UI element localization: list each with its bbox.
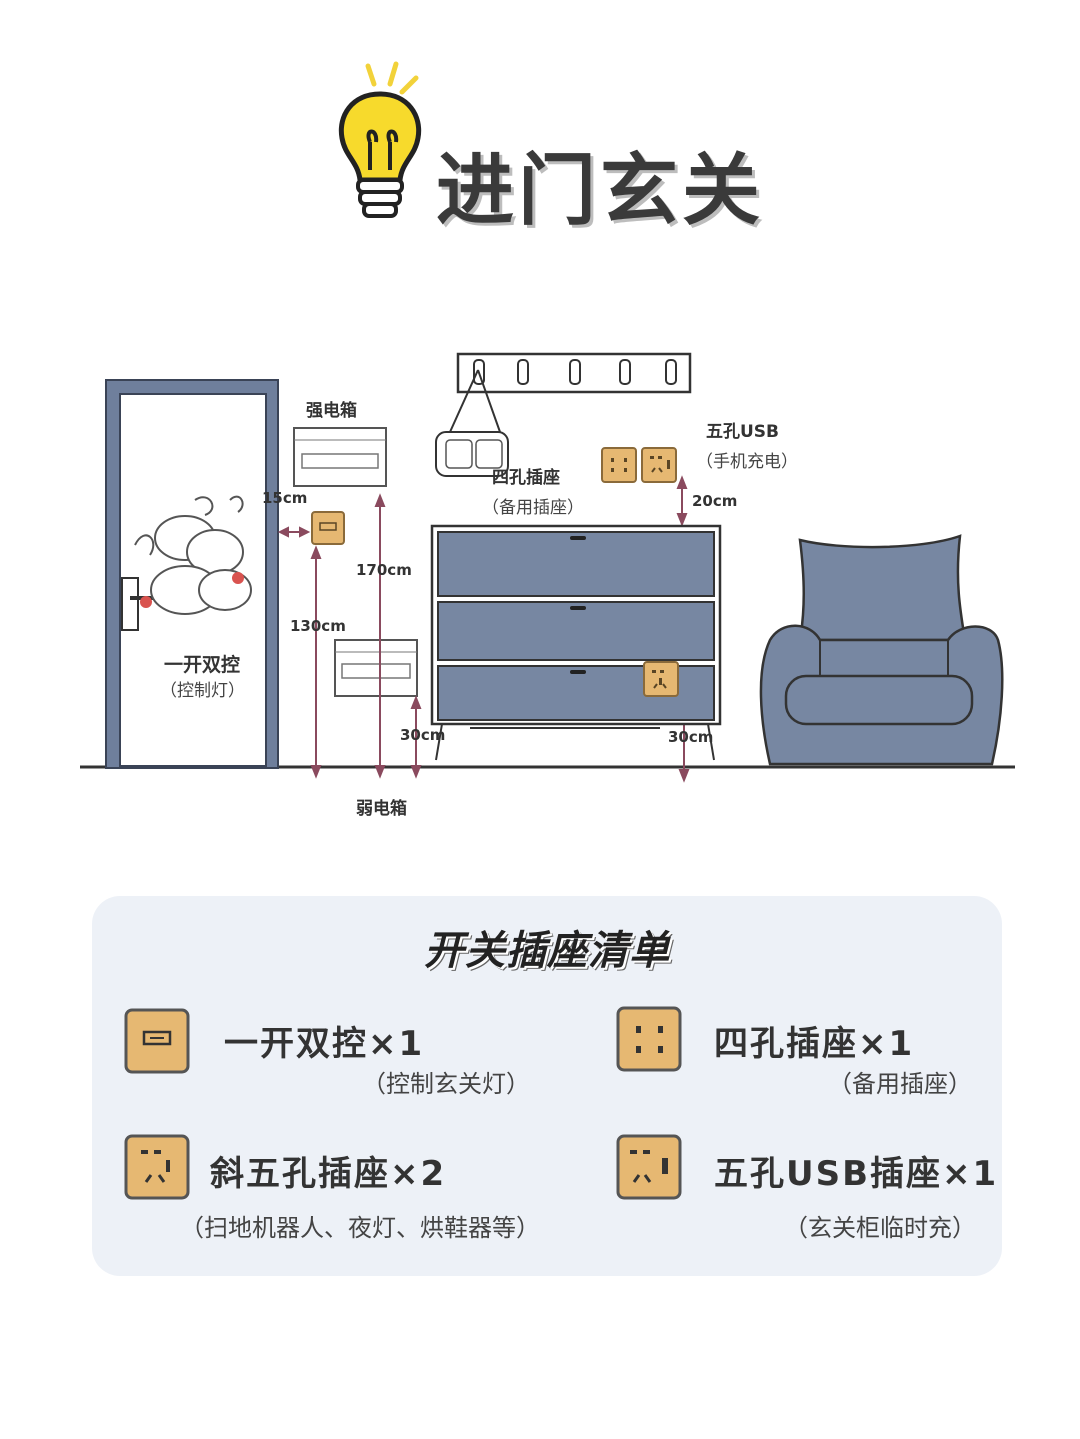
four-hole-socket-icon: [601, 447, 637, 483]
dimension-30cm-right: 30cm: [668, 728, 714, 746]
item-usb-name: 五孔USB插座×1: [714, 1154, 999, 1194]
page-title: 进门玄关: [436, 146, 765, 236]
single-switch-icon: [124, 1008, 190, 1074]
door-handle-plate: [121, 577, 139, 631]
four-hole-label: 四孔插座: [492, 468, 560, 488]
dimension-15cm: 15cm: [262, 489, 308, 507]
usb-socket-icon: [641, 447, 677, 483]
dimension-30cm-left: 30cm: [400, 726, 446, 744]
switch-note: （控制灯）: [160, 681, 245, 701]
dimension-130cm: 130cm: [290, 617, 346, 635]
checklist-card: 开关插座清单 一开双控×1 （控制玄关灯） 四孔插座×1 （备用插座） 斜五孔插…: [92, 896, 1002, 1276]
dimension-170cm: 170cm: [356, 561, 412, 579]
item-four-hole-name: 四孔插座×1: [714, 1024, 915, 1064]
wall-switch-icon: [311, 511, 345, 545]
usb-socket-icon: [616, 1134, 682, 1200]
entrance-diagram: [80, 352, 1015, 783]
lightbulb-icon: [338, 61, 422, 218]
item-single-switch-name: 一开双控×1: [224, 1024, 425, 1064]
item-single-switch-note: （控制玄关灯）: [362, 1070, 530, 1098]
five-hole-socket-icon: [124, 1134, 190, 1200]
item-usb-note: （玄关柜临时充）: [784, 1214, 976, 1242]
usb-label: 五孔USB: [706, 422, 780, 442]
switch-label: 一开双控: [164, 654, 241, 676]
dimension-20cm: 20cm: [692, 492, 738, 510]
armchair-back: [798, 534, 967, 642]
item-four-hole-note: （备用插座）: [828, 1070, 972, 1098]
strong-box-label: 强电箱: [306, 401, 357, 421]
four-hole-note: （备用插座）: [482, 498, 584, 518]
armchair-cushion: [784, 674, 974, 726]
four-hole-socket-icon: [616, 1006, 682, 1072]
weak-box-label: 弱电箱: [356, 799, 407, 819]
usb-note: （手机充电）: [696, 452, 798, 472]
checklist-title: 开关插座清单: [424, 928, 670, 974]
item-five-hole-name: 斜五孔插座×2: [210, 1154, 447, 1194]
item-five-hole-note: （扫地机器人、夜灯、烘鞋器等）: [180, 1214, 540, 1242]
